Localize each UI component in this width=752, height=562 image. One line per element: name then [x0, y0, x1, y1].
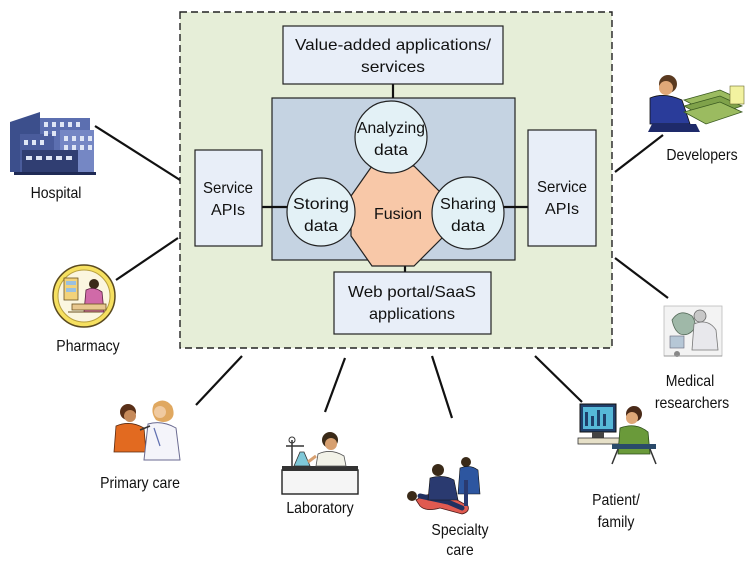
web-portal-line1: Web portal/SaaS [348, 284, 476, 301]
developers-icon [648, 75, 745, 132]
connector-lines [94, 125, 669, 419]
analyzing-line1: Analyzing [357, 120, 425, 137]
medical-researchers-label-line1: Medical [665, 373, 715, 390]
connector-medical-researchers [614, 257, 669, 299]
primary-care-label: Primary care [100, 475, 180, 492]
connector-pharmacy [115, 237, 179, 281]
connector-specialty-care [430, 355, 454, 419]
service-apis-right-box [527, 129, 597, 247]
service-apis-left-line2: APIs [211, 202, 245, 219]
connector-laboratory [323, 357, 347, 413]
patient-family-label-line1: Patient/ [592, 492, 640, 509]
connector-developers [614, 134, 664, 173]
web-portal-box [333, 271, 492, 335]
pharmacy-label: Pharmacy [56, 338, 120, 355]
sharing-line1: Sharing [440, 196, 496, 213]
storing-line1: Storing [293, 196, 349, 213]
hospital-label: Hospital [30, 185, 82, 202]
service-apis-right-line1: Service [537, 179, 587, 196]
value-added-label-line1: Value-added applications/ [295, 37, 492, 54]
medical-researchers-icon [663, 305, 723, 357]
patient-family-icon [577, 403, 657, 465]
laboratory-label: Laboratory [286, 500, 354, 517]
laboratory-icon [281, 432, 359, 495]
web-portal-line2: applications [369, 306, 455, 323]
service-apis-left-box [194, 149, 263, 247]
storing-line2: data [304, 218, 338, 235]
specialty-care-label-line2: care [446, 542, 474, 559]
patient-family-label-line2: family [597, 514, 635, 531]
value-added-box [282, 25, 504, 85]
service-apis-right-line2: APIs [545, 201, 579, 218]
pharmacy-icon [52, 264, 116, 328]
developers-label: Developers [666, 147, 738, 164]
sharing-line2: data [451, 218, 485, 235]
hospital-icon [10, 112, 96, 175]
sharing-data-circle [431, 176, 505, 250]
analyzing-data-circle [354, 100, 428, 174]
value-added-label-line2: services [361, 59, 425, 76]
connector-patient-family [534, 355, 583, 403]
specialty-care-icon [407, 457, 481, 515]
storing-data-circle [286, 177, 356, 247]
primary-care-icon [113, 400, 181, 461]
specialty-care-label-line1: Specialty [431, 522, 489, 539]
medical-researchers-label-line2: researchers [654, 395, 730, 412]
connector-hospital [94, 125, 181, 181]
service-apis-left-line1: Service [203, 180, 253, 197]
fusion-label: Fusion [374, 206, 422, 223]
connector-primary-care [195, 355, 243, 406]
analyzing-line2: data [374, 142, 408, 159]
